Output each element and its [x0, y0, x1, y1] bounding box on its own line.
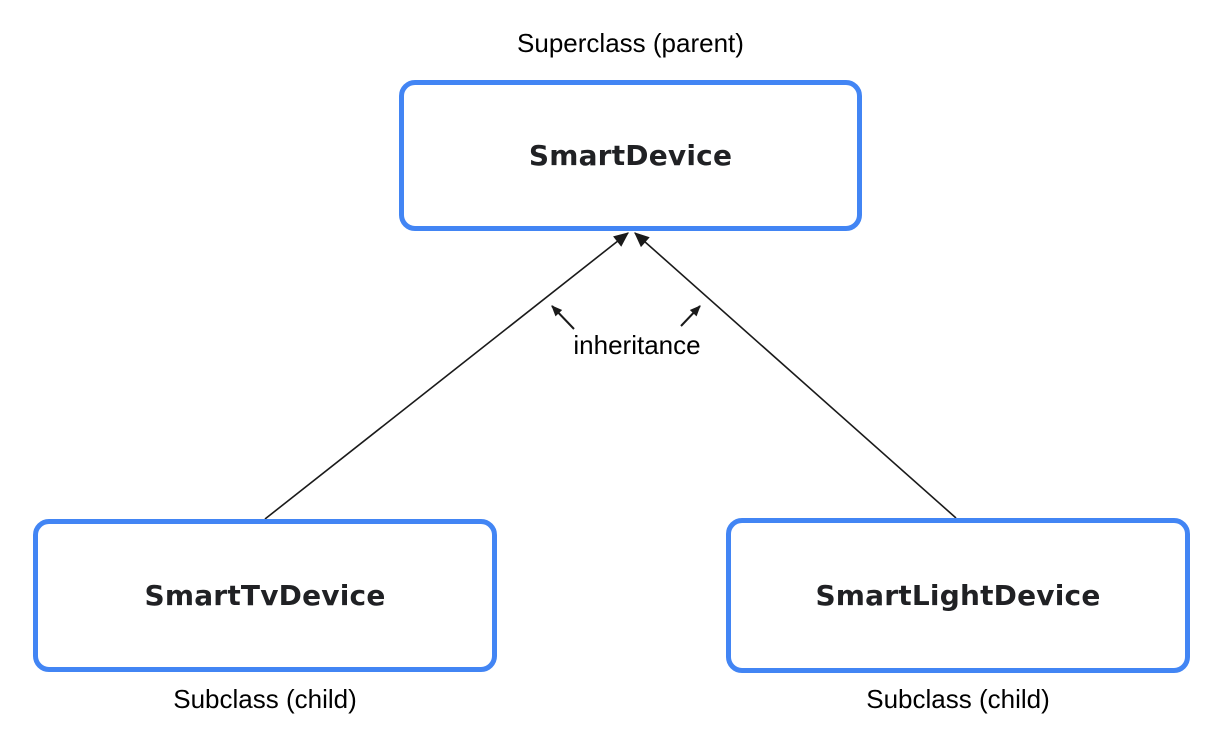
subclass-tv-label: Subclass (child) — [173, 684, 357, 714]
subclass-light-label: Subclass (child) — [866, 684, 1050, 714]
inheritance-label: inheritance — [573, 330, 701, 360]
superclass-box: SmartDevice — [399, 80, 862, 231]
subclass-light-name: SmartLightDevice — [815, 579, 1101, 612]
inheritance-pointer-left-icon — [551, 305, 575, 330]
superclass-name: SmartDevice — [528, 139, 733, 172]
inheritance-line-left — [264, 232, 629, 520]
subclass-tv-name: SmartTvDevice — [144, 579, 386, 612]
superclass-label: Superclass (parent) — [517, 28, 744, 58]
inheritance-line-right — [634, 232, 957, 519]
inheritance-pointer-right-icon — [680, 305, 701, 327]
subclass-box-tv: SmartTvDevice — [33, 519, 497, 672]
subclass-box-light: SmartLightDevice — [726, 518, 1190, 673]
